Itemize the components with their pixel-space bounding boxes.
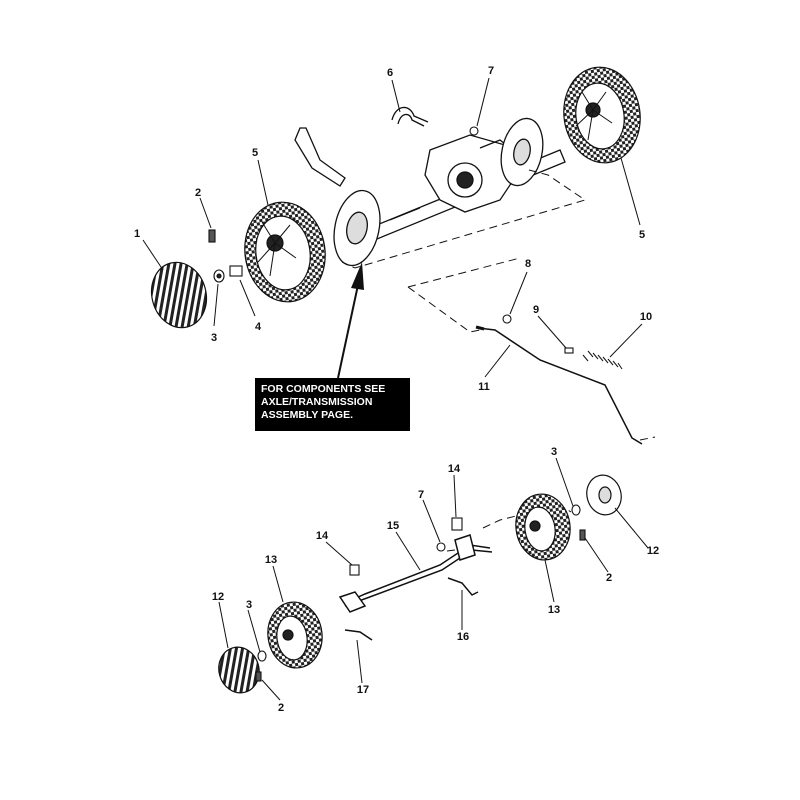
note-line-2: AXLE/TRANSMISSION [261, 396, 373, 408]
note-line-1: FOR COMPONENTS SEE [261, 383, 386, 395]
adjust-spring [582, 350, 623, 370]
rear-hardware [208, 229, 243, 283]
callout-14-left: 14 [316, 530, 329, 542]
callout-12-left: 12 [212, 591, 224, 603]
rear-left-wheel [244, 201, 326, 303]
callout-10: 10 [640, 311, 652, 323]
clip-and-nut [502, 314, 574, 354]
front-right-wheel [515, 493, 571, 561]
callout-7-front: 7 [418, 489, 424, 501]
callout-14-right: 14 [448, 463, 461, 475]
callout-6: 6 [387, 67, 393, 79]
top-nut [469, 126, 479, 136]
callout-2-right: 2 [606, 572, 612, 584]
callout-3-right: 3 [551, 446, 557, 458]
callout-11: 11 [478, 381, 490, 393]
u-bolt-part [391, 106, 429, 127]
rear-right-wheel [563, 66, 641, 164]
callout-13-left: 13 [265, 554, 277, 566]
rear-axle-assembly [294, 117, 566, 267]
callout-17: 17 [357, 684, 369, 696]
rear-hubcap [150, 261, 208, 329]
callout-5-left: 5 [252, 147, 258, 159]
callout-1: 1 [134, 228, 140, 240]
pivot-bushings [349, 517, 463, 576]
leader-lines [142, 77, 649, 701]
callout-7-top: 7 [488, 65, 494, 77]
callout-2-left: 2 [278, 702, 284, 714]
note-arrow [337, 262, 364, 379]
note-line-3: ASSEMBLY PAGE. [261, 409, 353, 421]
callout-9: 9 [533, 304, 539, 316]
callout-13-right: 13 [548, 604, 560, 616]
components-note: FOR COMPONENTS SEE AXLE/TRANSMISSION ASS… [255, 378, 410, 431]
front-hubcaps [218, 474, 622, 694]
front-hardware [255, 504, 586, 682]
height-adjust-rod [475, 325, 643, 445]
callout-3-rear: 3 [211, 332, 217, 344]
callout-3-left: 3 [246, 599, 252, 611]
callout-15: 15 [387, 520, 399, 532]
callout-12-right: 12 [647, 545, 659, 557]
callout-8: 8 [525, 258, 531, 270]
callout-4: 4 [255, 321, 262, 333]
callout-5-right: 5 [639, 229, 645, 241]
front-left-wheel [267, 601, 323, 669]
callout-16: 16 [457, 631, 469, 643]
front-axle-bar [338, 534, 493, 641]
callout-2-rear: 2 [195, 187, 201, 199]
